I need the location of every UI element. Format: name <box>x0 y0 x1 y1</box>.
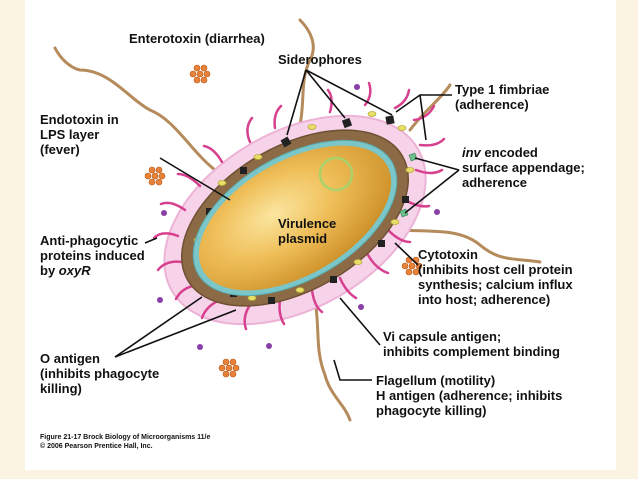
label-text: by <box>40 263 59 278</box>
toxin-cluster-left <box>144 166 166 186</box>
label-line: (inhibits host cell protein <box>418 262 573 277</box>
label-italic: oxyR <box>58 263 91 278</box>
label-flagellum: Flagellum (motility) H antigen (adherenc… <box>376 373 562 418</box>
label-line: into host; adherence) <box>418 292 551 307</box>
label-line: Anti-phagocytic <box>40 233 139 248</box>
label-line: H antigen (adherence; inhibits <box>376 388 563 403</box>
label-inv-appendage: inv encoded surface appendage; adherence <box>462 145 585 190</box>
label-line: (adherence) <box>455 97 529 112</box>
label-italic: inv <box>462 145 481 160</box>
flagella <box>53 18 542 422</box>
label-virulence-plasmid: Virulence plasmid <box>278 216 336 246</box>
label-line: Vi capsule antigen; <box>383 329 502 344</box>
enterotoxin-cluster <box>189 64 211 84</box>
inv-appendages <box>399 152 418 218</box>
figure-caption: Figure 21-17 Brock Biology of Microorgan… <box>40 433 210 451</box>
label-line: LPS layer <box>40 127 100 142</box>
flagellum-top <box>298 18 315 127</box>
flagellum-upper-right <box>408 83 452 132</box>
label-cytotoxin: Cytotoxin (inhibits host cell protein sy… <box>418 247 573 307</box>
label-line: Cytotoxin <box>418 247 478 262</box>
label-endotoxin: Endotoxin in LPS layer (fever) <box>40 112 119 157</box>
label-line: phagocyte killing) <box>376 403 487 418</box>
label-line: proteins induced <box>40 248 145 263</box>
flagellum-bottom <box>313 298 352 422</box>
label-line: (inhibits phagocyte <box>40 366 160 381</box>
label-line: Endotoxin in <box>40 112 119 127</box>
label-line: Type 1 fimbriae <box>455 82 550 97</box>
leader-lines <box>114 69 460 381</box>
label-line: by oxyR <box>40 263 145 278</box>
flagellum-right <box>398 228 542 264</box>
label-line: inv encoded <box>462 145 585 160</box>
label-line: surface appendage; <box>462 160 585 175</box>
label-line: O antigen <box>40 351 100 366</box>
label-vi-capsule: Vi capsule antigen; inhibits complement … <box>383 329 560 359</box>
caption-line: © 2006 Pearson Prentice Hall, Inc. <box>40 443 153 450</box>
label-type1-fimbriae: Type 1 fimbriae (adherence) <box>455 82 549 112</box>
virulence-plasmid <box>318 156 354 192</box>
fimbriae <box>152 81 446 331</box>
label-line: killing) <box>40 381 82 396</box>
cytoplasm <box>198 145 392 291</box>
label-enterotoxin: Enterotoxin (diarrhea) <box>129 31 265 46</box>
label-line: plasmid <box>278 231 328 246</box>
label-line: adherence <box>462 175 528 190</box>
label-line: Flagellum (motility) <box>376 373 496 388</box>
label-line: synthesis; calcium influx <box>418 277 573 292</box>
label-o-antigen: O antigen (inhibits phagocyte killing) <box>40 351 159 396</box>
label-line: inhibits complement binding <box>383 344 560 359</box>
label-line: (fever) <box>40 142 80 157</box>
label-siderophores: Siderophores <box>278 52 362 67</box>
flagellum-top-left <box>53 46 217 172</box>
toxin-cluster-bottom <box>218 358 240 378</box>
purple-dots <box>157 84 440 350</box>
label-text: encoded <box>480 145 538 160</box>
caption-line: Figure 21-17 Brock Biology of Microorgan… <box>40 434 211 441</box>
label-antiphagocytic: Anti-phagocytic proteins induced by oxyR <box>40 233 145 278</box>
label-line: Virulence <box>278 216 337 231</box>
